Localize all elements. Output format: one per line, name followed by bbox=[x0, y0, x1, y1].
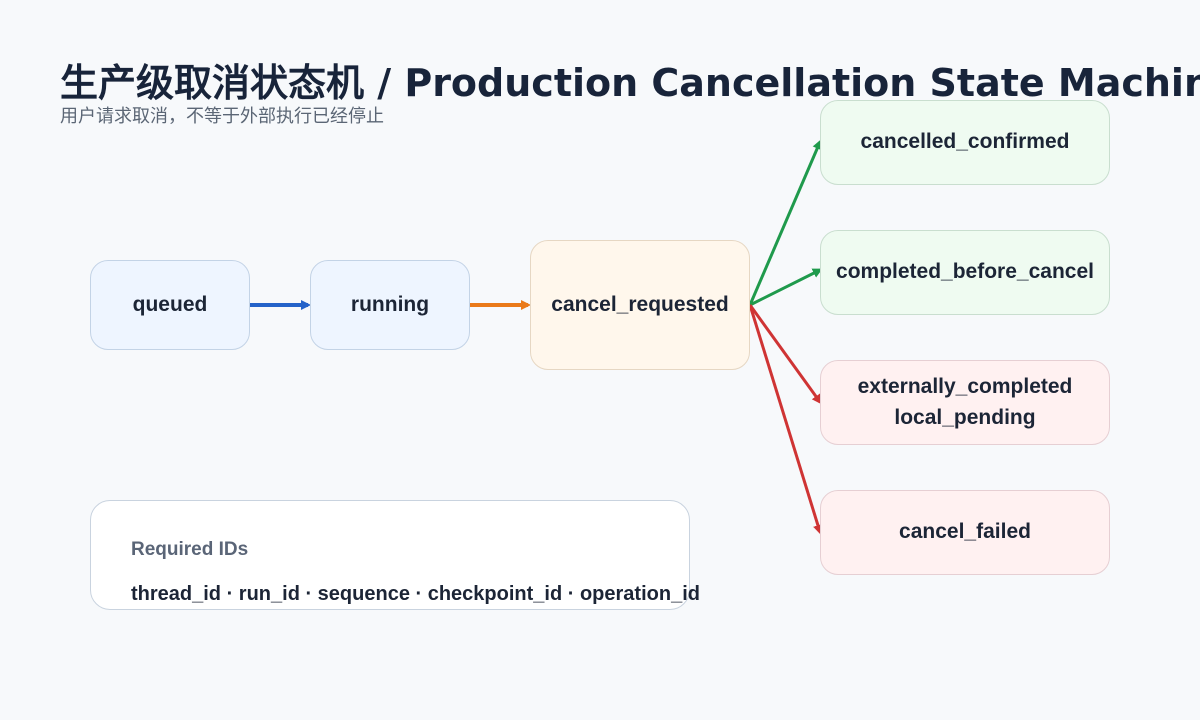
state-running: running bbox=[310, 260, 470, 350]
edge-to-externally-completed bbox=[748, 304, 822, 405]
required-ids-label: Required IDs bbox=[131, 539, 249, 560]
state-externally-completed-local-pending-label: externally_completed local_pending bbox=[857, 375, 1073, 429]
state-completed-before-cancel-label: completed_before_cancel bbox=[836, 260, 1094, 284]
edge-to-cancel-failed bbox=[748, 304, 823, 535]
edge-to-completed-before-cancel bbox=[749, 268, 823, 307]
state-cancel-requested-label: cancel_requested bbox=[551, 292, 729, 316]
state-cancel-requested: cancel_requested bbox=[530, 240, 750, 370]
state-queued: queued bbox=[90, 260, 250, 350]
state-completed-before-cancel: completed_before_cancel bbox=[820, 230, 1110, 315]
state-externally-completed-local-pending: externally_completed local_pending bbox=[820, 360, 1110, 445]
required-ids-list: thread_id · run_id · sequence · checkpoi… bbox=[131, 583, 700, 605]
state-queued-label: queued bbox=[132, 292, 208, 316]
state-cancel-failed-label: cancel_failed bbox=[899, 520, 1031, 544]
page-subtitle: 用户请求取消，不等于外部执行已经停止 bbox=[60, 106, 384, 127]
state-running-label: running bbox=[350, 292, 430, 316]
edge-to-cancelled-confirmed bbox=[748, 139, 822, 306]
state-cancelled-confirmed-label: cancelled_confirmed bbox=[860, 130, 1070, 154]
state-cancelled-confirmed: cancelled_confirmed bbox=[820, 100, 1110, 185]
state-cancel-failed: cancel_failed bbox=[820, 490, 1110, 575]
required-ids-card: Required IDs thread_id · run_id · sequen… bbox=[90, 500, 700, 610]
page-title: 生产级取消状态机 / Production Cancellation State… bbox=[60, 61, 1200, 105]
